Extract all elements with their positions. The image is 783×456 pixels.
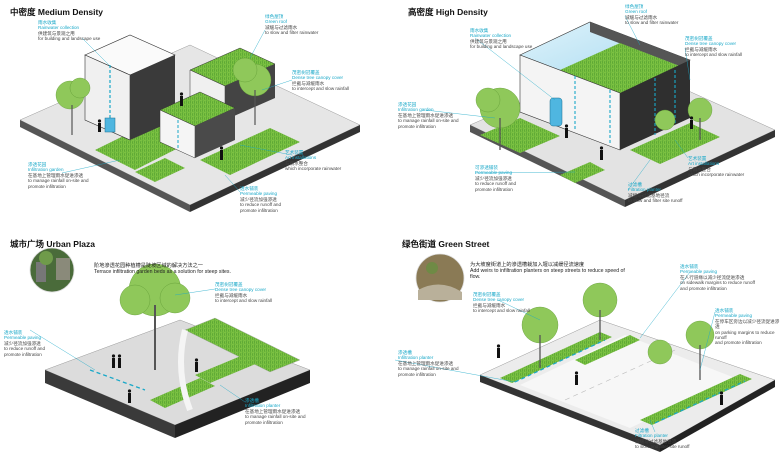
label-en: Permeable paving — [680, 269, 718, 275]
annotation-label: 可渗透铺装 Permeable paving 减少径流加强渗透 to reduc… — [475, 165, 516, 192]
annotation-label: 渗透槽 Infiltration planter 在基地上管理雨水促进渗透 to… — [398, 350, 459, 377]
label-desc: 在基地上管理雨水促进渗透 to manage rainfall on-site … — [245, 408, 306, 425]
annotation-label: 艺术装置 Art installations 与雨水整合 which incor… — [285, 150, 341, 172]
annotation-label: 绿色屋顶 Green roof 减缓与过滤雨水 to slow and filt… — [265, 14, 318, 36]
annotation-label: 渗透槽 Infiltration planter 在基地上管理雨水促进渗透 to… — [245, 398, 306, 425]
label-en: Dense tree canopy cover — [685, 41, 737, 47]
panel-title-plaza: 城市广场 Urban Plaza — [10, 239, 96, 249]
label-desc: 供建筑与景观之用 for building and landscape use — [470, 38, 533, 50]
label-cn: 透水铺装 — [715, 308, 734, 313]
annotation-label: 过滤槽 Filtration planter 减缓与过滤基地径流 to slow… — [635, 428, 690, 450]
label-desc: 拦截与减缓雨水 to intercept and slow rainfall — [685, 46, 742, 58]
annotation-label: 茂密树冠覆盖 Dense tree canopy cover 拦截与减缓雨水 t… — [685, 36, 742, 58]
label-desc: 减缓与过滤雨水 to slow and filter rainwater — [625, 14, 679, 26]
label-desc: 拦截与减缓雨水 to intercept and slow rainfall — [292, 80, 349, 92]
label-en: Permeable paving — [715, 313, 753, 319]
label-cn: 过滤槽 — [628, 182, 642, 187]
label-desc: 在人行道缘以减少径流促进渗透 on sidewalk margins to re… — [680, 274, 755, 291]
label-cn: 雨水收集 — [470, 28, 489, 33]
label-desc: 减少径流加强渗透 to reduce runoff and promote in… — [475, 175, 517, 192]
medium-density-scene — [19, 34, 361, 212]
label-desc: 供建筑与景观之用 for building and landscape use — [38, 30, 101, 42]
green-street-scene — [479, 282, 776, 452]
annotation-label: 过滤槽 Filtration planter 减缓与过滤基地径流 to slow… — [628, 182, 683, 204]
label-en: Permeable paving — [475, 170, 513, 176]
annotation-label: 茂密树冠覆盖 Dense tree canopy cover 拦截与减缓雨水 t… — [292, 70, 349, 92]
annotation-label: 透水铺装 Permeable paving 减少径流加强渗透 to reduce… — [4, 330, 45, 357]
label-en: Dense tree canopy cover — [473, 297, 525, 303]
label-desc: 减少径流加强渗透 to reduce runoff and promote in… — [4, 340, 46, 357]
label-en: Infiltration planter — [398, 355, 434, 361]
label-en: Rainwater collection — [38, 25, 80, 31]
label-en: Rainwater collection — [470, 33, 512, 39]
label-en: Infiltration planter — [245, 403, 281, 409]
annotation-label: 雨水收集 Rainwater collection 供建筑与景观之用 for b… — [470, 28, 532, 50]
panel-title-medium: 中密度 Medium Density — [10, 7, 104, 17]
plaza-note: 阶地渗透花园种植槽是陡坡区域的解决方法之一 Terrace infiltrati… — [94, 263, 231, 276]
label-cn: 渗透槽 — [398, 350, 412, 355]
plaza-photo — [29, 247, 75, 293]
label-en: Art installations — [285, 155, 317, 161]
label-cn: 茂密树冠覆盖 — [473, 292, 501, 297]
annotation-label: 茂密树冠覆盖 Dense tree canopy cover 拦截与减缓雨水 t… — [473, 292, 530, 314]
label-en: Green roof — [265, 19, 287, 25]
annotation-label: 透水铺装 Permeable paving 在停车区旁边以减少径流促进渗透 on… — [715, 308, 783, 346]
label-en: Dense tree canopy cover — [215, 287, 267, 293]
annotation-label: 茂密树冠覆盖 Dense tree canopy cover 拦截与减缓雨水 t… — [215, 282, 272, 304]
annotation-label: 渗透花园 Infiltration garden 在基地上管理雨水促进渗透 to… — [28, 162, 89, 189]
annotation-label: 渗透花园 Infiltration garden 在基地上管理雨水促进渗透 to… — [398, 102, 459, 129]
annotation-label: 绿色屋顶 Green roof 减缓与过滤雨水 to slow and filt… — [625, 4, 678, 26]
label-en: Permeable paving — [240, 191, 278, 197]
label-desc: 在基地上管理雨水促进渗透 to manage rainfall on-site … — [398, 360, 459, 377]
label-cn: 渗透槽 — [245, 398, 259, 403]
label-desc: 减缓与过滤雨水 to slow and filter rainwater — [265, 24, 319, 36]
label-cn: 渗透花园 — [28, 162, 47, 167]
label-en: Green roof — [625, 9, 647, 15]
annotation-label: 透水铺装 Permeable paving 在人行道缘以减少径流促进渗透 on … — [680, 264, 755, 291]
label-cn: 艺术装置 — [285, 150, 304, 155]
label-cn: 茂密树冠覆盖 — [215, 282, 243, 287]
label-desc: 拦截与减缓雨水 to intercept and slow rainfall — [473, 302, 530, 314]
label-desc: 减缓与过滤基地径流 to slow and filter site runoff — [628, 192, 683, 204]
label-desc: 减缓与过滤基地径流 to slow and filter site runoff — [635, 438, 690, 450]
label-en: Infiltration garden — [28, 167, 64, 173]
label-cn: 透水铺装 — [240, 186, 259, 191]
urban-plaza-scene — [44, 263, 311, 438]
label-desc: 与雨水整合 which incorporate rainwater — [688, 166, 745, 178]
label-en: Filtration planter — [628, 187, 661, 193]
label-en: Infiltration garden — [398, 107, 434, 113]
label-cn: 透水铺装 — [680, 264, 699, 269]
label-desc: 拦截与减缓雨水 to intercept and slow rainfall — [215, 292, 272, 304]
label-en: Art installations — [688, 161, 720, 167]
label-cn: 绿色屋顶 — [265, 14, 284, 19]
label-cn: 渗透花园 — [398, 102, 417, 107]
label-desc: 在基地上管理雨水促进渗透 to manage rainfall on-site … — [28, 172, 89, 189]
label-en: Permeable paving — [4, 335, 42, 341]
label-desc: 减少径流加强渗透 to reduce runoff and promote in… — [240, 196, 282, 213]
label-cn: 雨水收集 — [38, 20, 57, 25]
label-desc: 在基地上管理雨水促进渗透 to manage rainfall on-site … — [398, 112, 459, 129]
label-en: Filtration planter — [635, 433, 668, 439]
high-density-scene — [469, 21, 776, 207]
label-cn: 可渗透铺装 — [475, 165, 498, 170]
label-cn: 艺术装置 — [688, 156, 707, 161]
panel-title-street: 绿色街道 Green Street — [402, 239, 490, 249]
street-photo — [415, 253, 465, 303]
label-cn: 透水铺装 — [4, 330, 23, 335]
label-desc: 在停车区旁边以减少径流促进渗透 on parking margins to re… — [715, 318, 780, 346]
annotation-label: 透水铺装 Permeable paving 减少径流加强渗透 to reduce… — [240, 186, 281, 213]
panel-title-high: 高密度 High Density — [408, 7, 488, 17]
label-cn: 过滤槽 — [635, 428, 649, 433]
label-en: Dense tree canopy cover — [292, 75, 344, 81]
label-cn: 茂密树冠覆盖 — [685, 36, 713, 41]
annotation-label: 艺术装置 Art installations 与雨水整合 which incor… — [688, 156, 744, 178]
annotation-label: 雨水收集 Rainwater collection 供建筑与景观之用 for b… — [38, 20, 100, 42]
leader-lines — [29, 15, 716, 433]
label-desc: 与雨水整合 which incorporate rainwater — [285, 160, 342, 172]
street-note: 为大坡度街道上的渗透槽栽加入堰以减缓径流速度 Add weirs to infi… — [470, 262, 625, 281]
label-cn: 茂密树冠覆盖 — [292, 70, 320, 75]
label-cn: 绿色屋顶 — [625, 4, 644, 9]
